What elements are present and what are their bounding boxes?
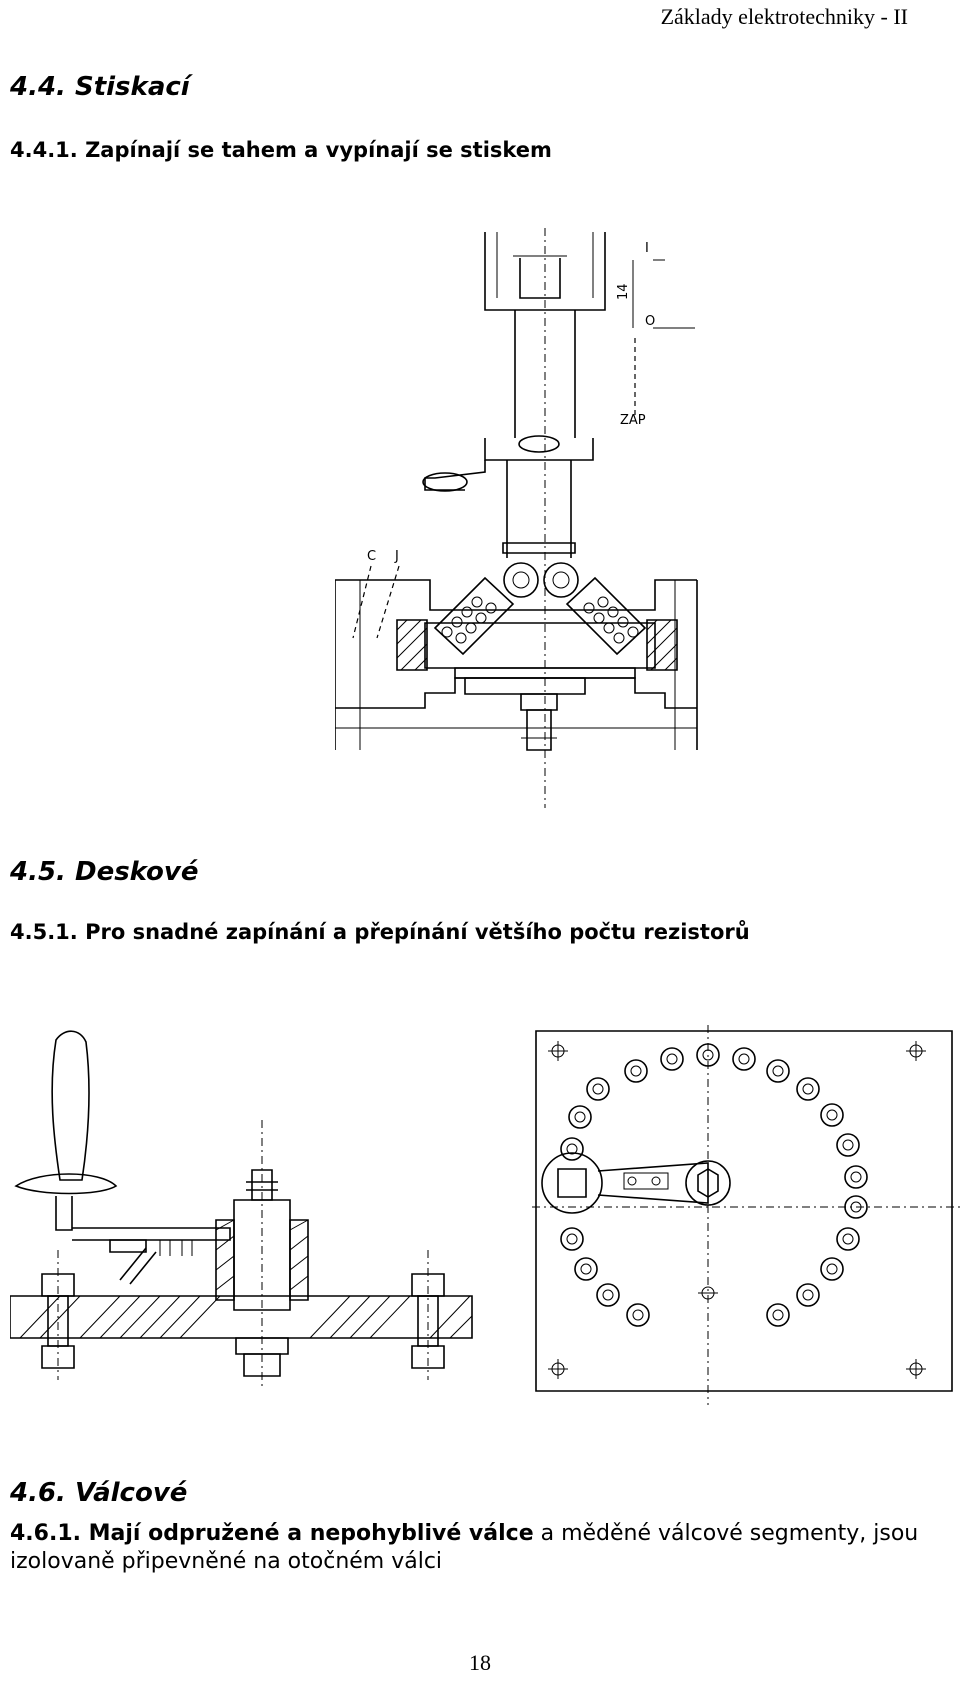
subsection-4-6-1-bold: 4.6.1. Mají odpružené a nepohyblivé válc… [10, 1521, 534, 1546]
label-zap: ZAP [620, 413, 646, 428]
label-position-i: I [645, 241, 649, 256]
subsection-4-6-1-line-2: izolovaně připevněné na otočném válci [10, 1549, 443, 1574]
subsection-4-6-1-rest: a měděné válcové segmenty, jsou [533, 1521, 919, 1546]
corner-hole [906, 1041, 926, 1061]
push-pull-switch-drawing: I O 14 ZAP C J [335, 228, 755, 818]
running-header: Základy elektrotechniky - II [660, 4, 908, 29]
corner-hole [548, 1359, 568, 1379]
subsection-4-6-1-line-1: 4.6.1. Mají odpružené a nepohyblivé válc… [10, 1521, 918, 1546]
contact-studs [561, 1044, 867, 1326]
corner-hole [906, 1359, 926, 1379]
spring-left [435, 578, 513, 654]
subsection-4-5-1: 4.5.1. Pro snadné zapínání a přepínání v… [10, 920, 750, 944]
section-heading-4-4: 4.4. Stiskací [10, 72, 190, 102]
subsection-4-4-1: 4.4.1. Zapínají se tahem a vypínají se s… [10, 138, 552, 162]
section-heading-4-6: 4.6. Válcové [10, 1478, 188, 1508]
label-position-o: O [645, 314, 655, 329]
label-stroke: 14 [616, 283, 631, 300]
page-number: 18 [469, 1650, 491, 1675]
section-heading-4-5: 4.5. Deskové [10, 857, 199, 887]
spring-right [567, 578, 645, 654]
plate-switch-top-view-drawing [532, 1025, 960, 1405]
label-j: J [394, 549, 399, 564]
label-c: C [367, 549, 376, 564]
corner-hole [548, 1041, 568, 1061]
plate-switch-side-view-drawing [10, 1030, 510, 1410]
